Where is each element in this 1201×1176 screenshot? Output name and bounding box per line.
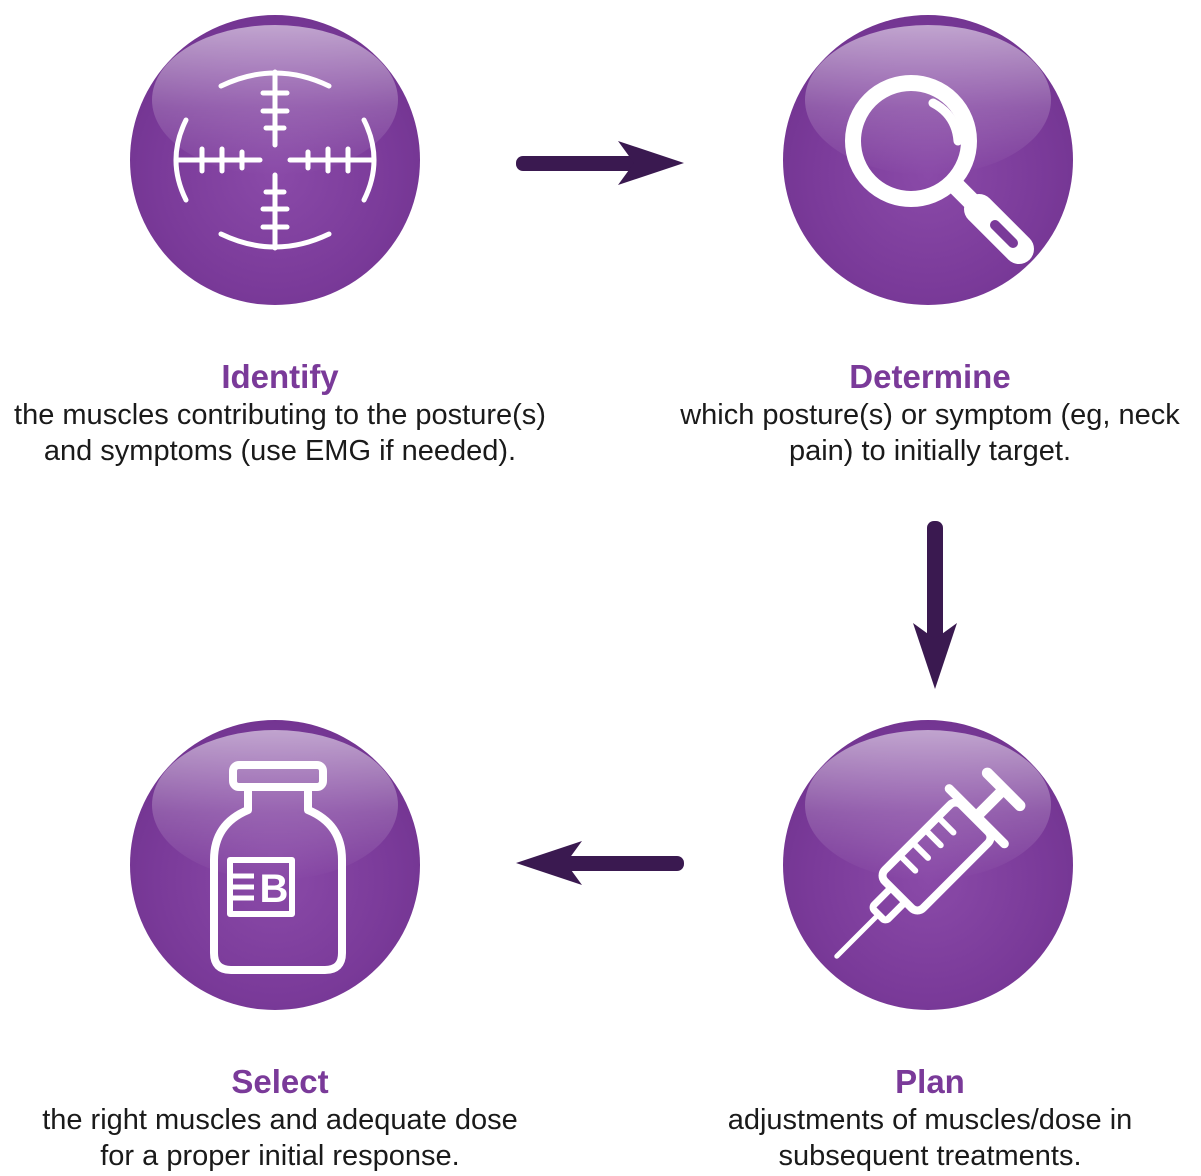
arrow-down — [913, 521, 957, 689]
crosshair-icon — [173, 69, 377, 251]
identify-circle — [130, 15, 420, 305]
magnifier-icon — [845, 75, 1034, 264]
syringe-icon — [834, 767, 1026, 959]
vial-label: B — [260, 867, 289, 911]
vial-icon: B — [210, 761, 346, 974]
plan-desc-line1: adjustments of muscles/dose in — [727, 1104, 1133, 1136]
select-desc-line2: for a proper initial response. — [100, 1140, 460, 1172]
identify-caption: Identify the muscles contributing to the… — [0, 357, 560, 469]
plan-title: Plan — [895, 1063, 965, 1100]
determine-desc-line1: which posture(s) or symptom (eg, neck — [680, 399, 1180, 431]
plan-circle — [783, 720, 1073, 1010]
determine-circle — [783, 15, 1073, 305]
identify-desc-line1: the muscles contributing to the posture(… — [14, 399, 546, 431]
arrow-right — [516, 141, 684, 185]
identify-title: Identify — [221, 358, 339, 395]
select-gloss — [152, 730, 398, 880]
arrow-left — [516, 841, 684, 885]
determine-caption: Determine which posture(s) or symptom (e… — [630, 357, 1201, 469]
select-caption: Select the right muscles and adequate do… — [0, 1062, 560, 1174]
determine-desc-line2: pain) to initially target. — [788, 435, 1072, 467]
plan-desc-line2: subsequent treatments. — [778, 1140, 1082, 1172]
identify-desc-line2: and symptoms (use EMG if needed). — [43, 435, 517, 467]
plan-caption: Plan adjustments of muscles/dose in subs… — [660, 1062, 1200, 1174]
determine-title: Determine — [849, 358, 1011, 395]
select-desc-line1: the right muscles and adequate dose — [42, 1104, 518, 1136]
select-title: Select — [231, 1063, 329, 1100]
select-circle: B — [130, 720, 420, 1010]
